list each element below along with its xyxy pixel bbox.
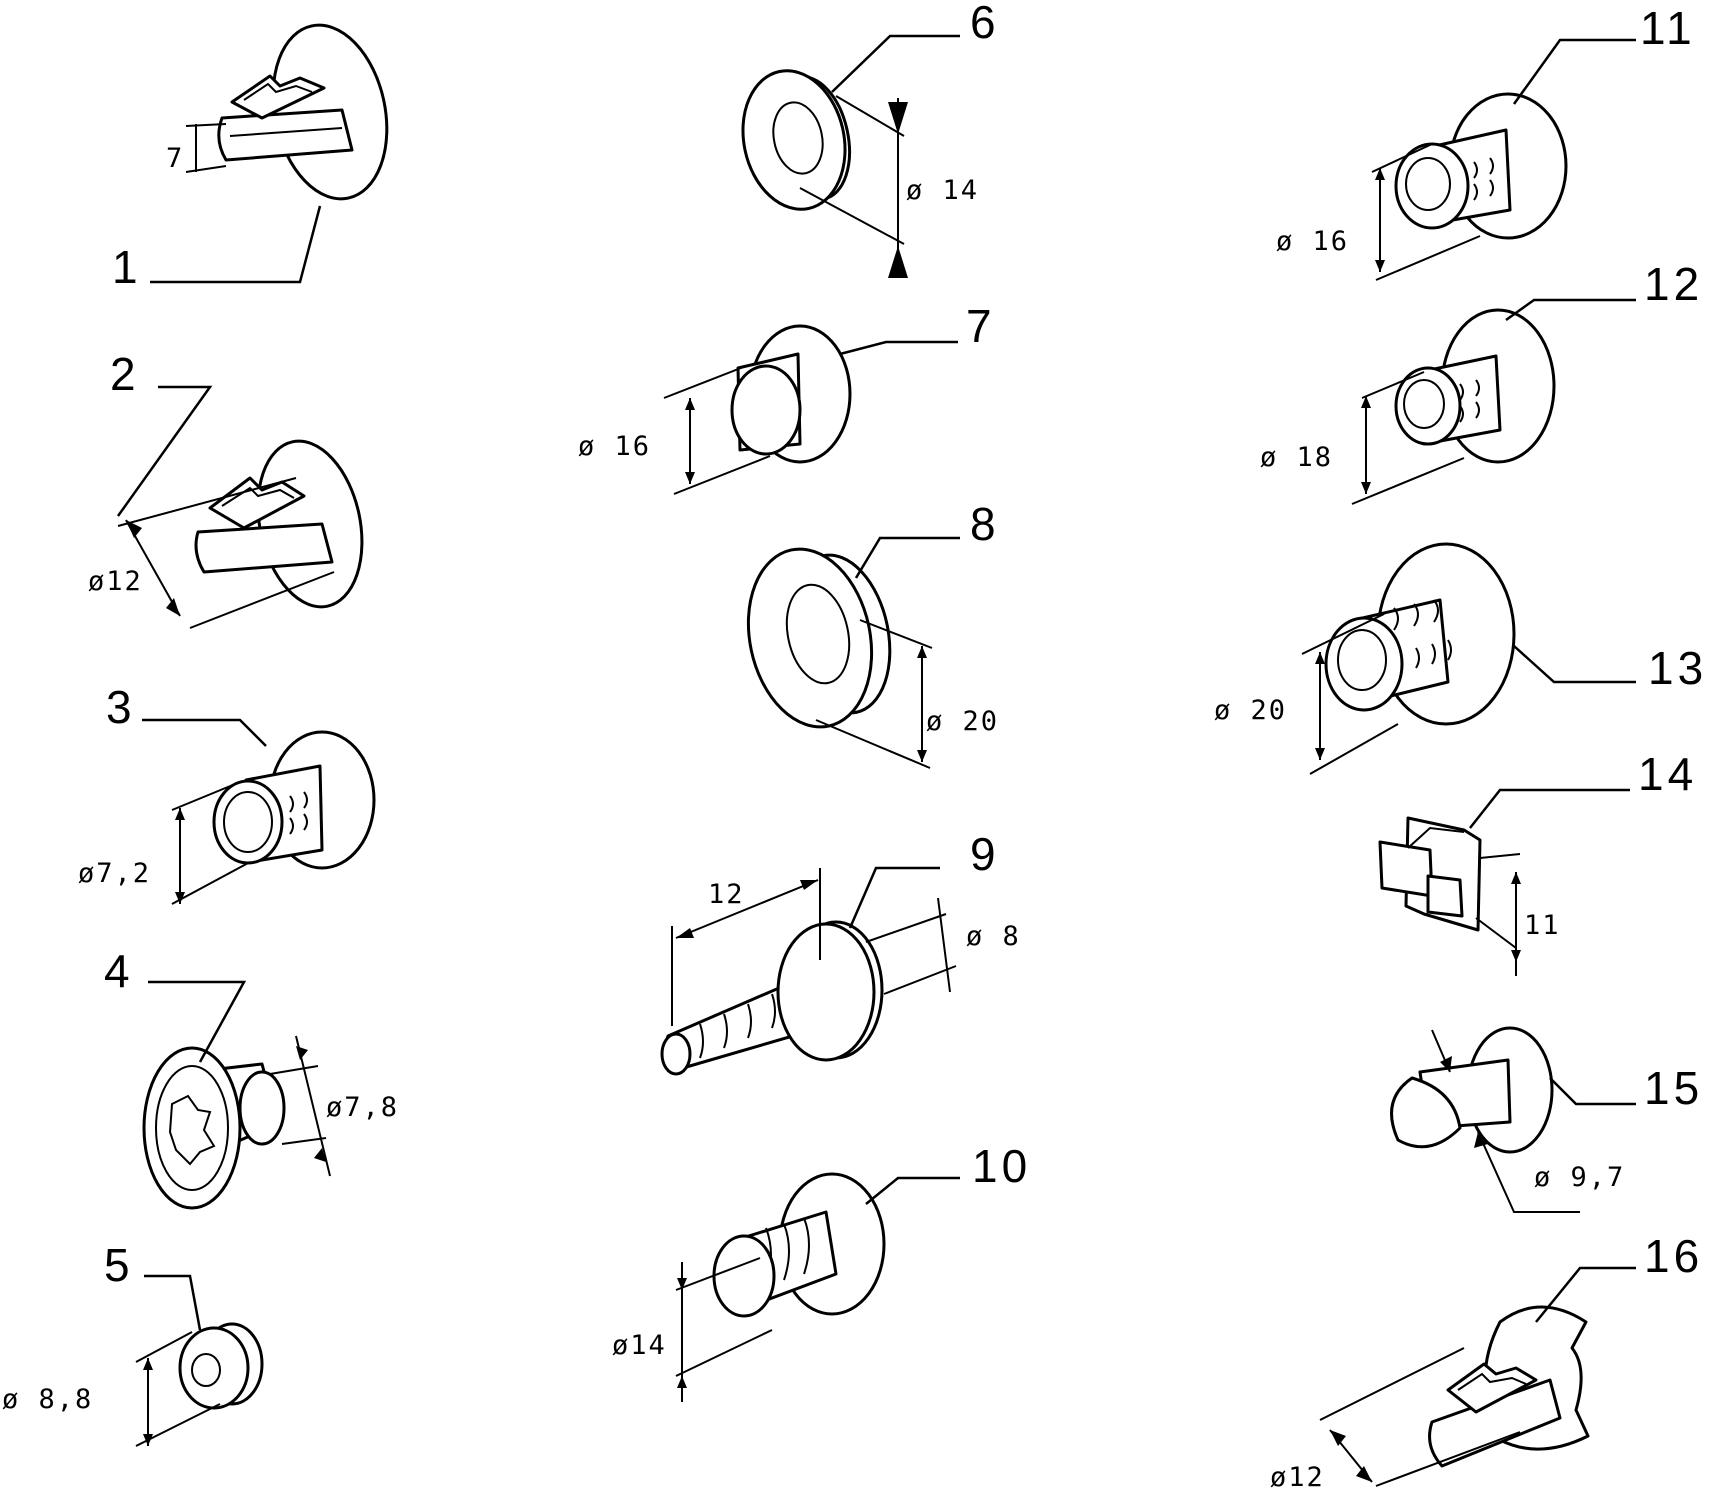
part-16-number: 16 [1644, 1230, 1703, 1282]
part-8-dimension: ø 20 [926, 706, 999, 737]
part-3-drawing [212, 730, 376, 870]
part-8-drawing [746, 547, 892, 729]
part-4-number: 4 [104, 945, 134, 997]
part-14-drawing [1378, 816, 1482, 932]
part-9-drawing [660, 920, 884, 1076]
part-7-dimension: ø 16 [578, 431, 651, 462]
part-5-drawing [178, 1322, 264, 1410]
part-11: 11 ø 16 [1276, 2, 1696, 281]
part-16-dimension: ø12 [1270, 1462, 1325, 1493]
part-10-leader [865, 1176, 960, 1205]
part-2-dimension-lines [117, 477, 335, 629]
part-14-dimension-lines [1475, 853, 1521, 976]
part-13-dimension: ø 20 [1214, 695, 1287, 726]
part-4-leader [148, 980, 247, 1063]
part-11-dimension: ø 16 [1276, 226, 1349, 257]
part-5-dimension-lines [135, 1331, 221, 1447]
part-8-number: 8 [970, 498, 1000, 550]
part-7-leader [839, 340, 958, 356]
part-3-number: 3 [106, 681, 136, 733]
part-12-drawing [1394, 308, 1556, 464]
part-15-leader [1549, 1077, 1636, 1106]
part-7-number: 7 [966, 300, 996, 352]
part-10-drawing [712, 1172, 886, 1318]
part-3-dimension-lines [171, 781, 251, 905]
part-15: 15 ø 9,7 [1390, 1026, 1703, 1213]
part-11-number: 11 [1640, 2, 1696, 54]
part-10-number: 10 [972, 1140, 1031, 1192]
part-8-dimension-lines [815, 619, 933, 769]
part-6-leader [831, 34, 960, 93]
part-9-length: 12 [708, 879, 745, 910]
part-7-dimension-lines [663, 365, 771, 495]
part-13: 13 ø 20 [1214, 542, 1707, 775]
part-15-number: 15 [1644, 1062, 1703, 1114]
part-11-leader [1512, 38, 1636, 105]
part-14: 14 11 [1378, 748, 1697, 976]
part-2-dimension: ø12 [88, 566, 143, 597]
part-9: 9 12 ø 8 [660, 828, 1021, 1076]
part-4-dimension: ø7,8 [326, 1092, 399, 1123]
part-7-drawing [730, 324, 852, 464]
part-6-number: 6 [970, 0, 1000, 48]
part-9-leader [848, 866, 940, 929]
part-4-dimension-lines [269, 1035, 331, 1177]
part-14-dimension: 11 [1524, 910, 1561, 941]
part-9-dimension: ø 8 [966, 921, 1021, 952]
part-12-leader [1505, 298, 1636, 322]
part-16-leader [1535, 1266, 1636, 1323]
part-15-drawing [1390, 1026, 1554, 1154]
part-4: 4 ø7,8 [104, 945, 399, 1210]
part-16-dimension-lines [1319, 1347, 1521, 1487]
part-5: 5 ø 8,8 [2, 1239, 264, 1447]
part-3: 3 ø7,2 [78, 681, 376, 905]
part-6-dimension: ø 14 [906, 175, 979, 206]
part-5-dimension: ø 8,8 [2, 1384, 93, 1415]
part-1-dimension: 7 [166, 143, 184, 174]
part-12: 12 ø 18 [1260, 258, 1703, 505]
part-1-number: 1 [112, 241, 142, 293]
part-11-drawing [1394, 92, 1568, 240]
part-10-dimension-lines [675, 1257, 773, 1402]
part-2-drawing [194, 439, 364, 609]
part-10-dimension: ø14 [612, 1330, 667, 1361]
part-15-dimension: ø 9,7 [1534, 1162, 1625, 1193]
part-13-leader [1513, 645, 1636, 684]
part-6: 6 ø 14 [741, 0, 1000, 278]
part-9-number: 9 [970, 828, 1000, 880]
part-16: 16 ø12 [1270, 1230, 1703, 1493]
part-5-number: 5 [104, 1239, 134, 1291]
part-7: 7 ø 16 [578, 300, 996, 495]
part-8-leader [854, 536, 960, 579]
part-4-drawing [142, 1046, 286, 1210]
part-9-dimension-lines [671, 868, 957, 1026]
part-14-number: 14 [1638, 748, 1697, 800]
part-11-dimension-lines [1371, 143, 1481, 281]
part-3-dimension: ø7,2 [78, 858, 151, 889]
part-10: 10 ø14 [612, 1140, 1031, 1402]
part-6-drawing [741, 69, 851, 211]
part-1-leader [150, 205, 322, 284]
part-6-dimension-lines [799, 95, 908, 278]
part-16-drawing [1428, 1305, 1590, 1468]
part-12-dimension-lines [1351, 371, 1465, 505]
part-13-number: 13 [1648, 642, 1707, 694]
part-2-leader [116, 385, 213, 517]
part-8: 8 ø 20 [746, 498, 1000, 769]
part-1-drawing [217, 23, 389, 201]
part-13-drawing [1324, 542, 1516, 726]
part-2: 2 ø12 [88, 348, 364, 629]
part-1: 1 7 [112, 23, 389, 293]
part-14-leader [1469, 788, 1630, 829]
part-3-leader [142, 718, 267, 747]
part-12-number: 12 [1644, 258, 1703, 310]
part-12-dimension: ø 18 [1260, 442, 1333, 473]
part-1-dimension-lines [185, 123, 227, 173]
part-5-leader [144, 1274, 202, 1331]
part-13-dimension-lines [1301, 613, 1399, 775]
part-2-number: 2 [110, 348, 140, 400]
part-15-dimension-lines [1431, 1029, 1580, 1213]
